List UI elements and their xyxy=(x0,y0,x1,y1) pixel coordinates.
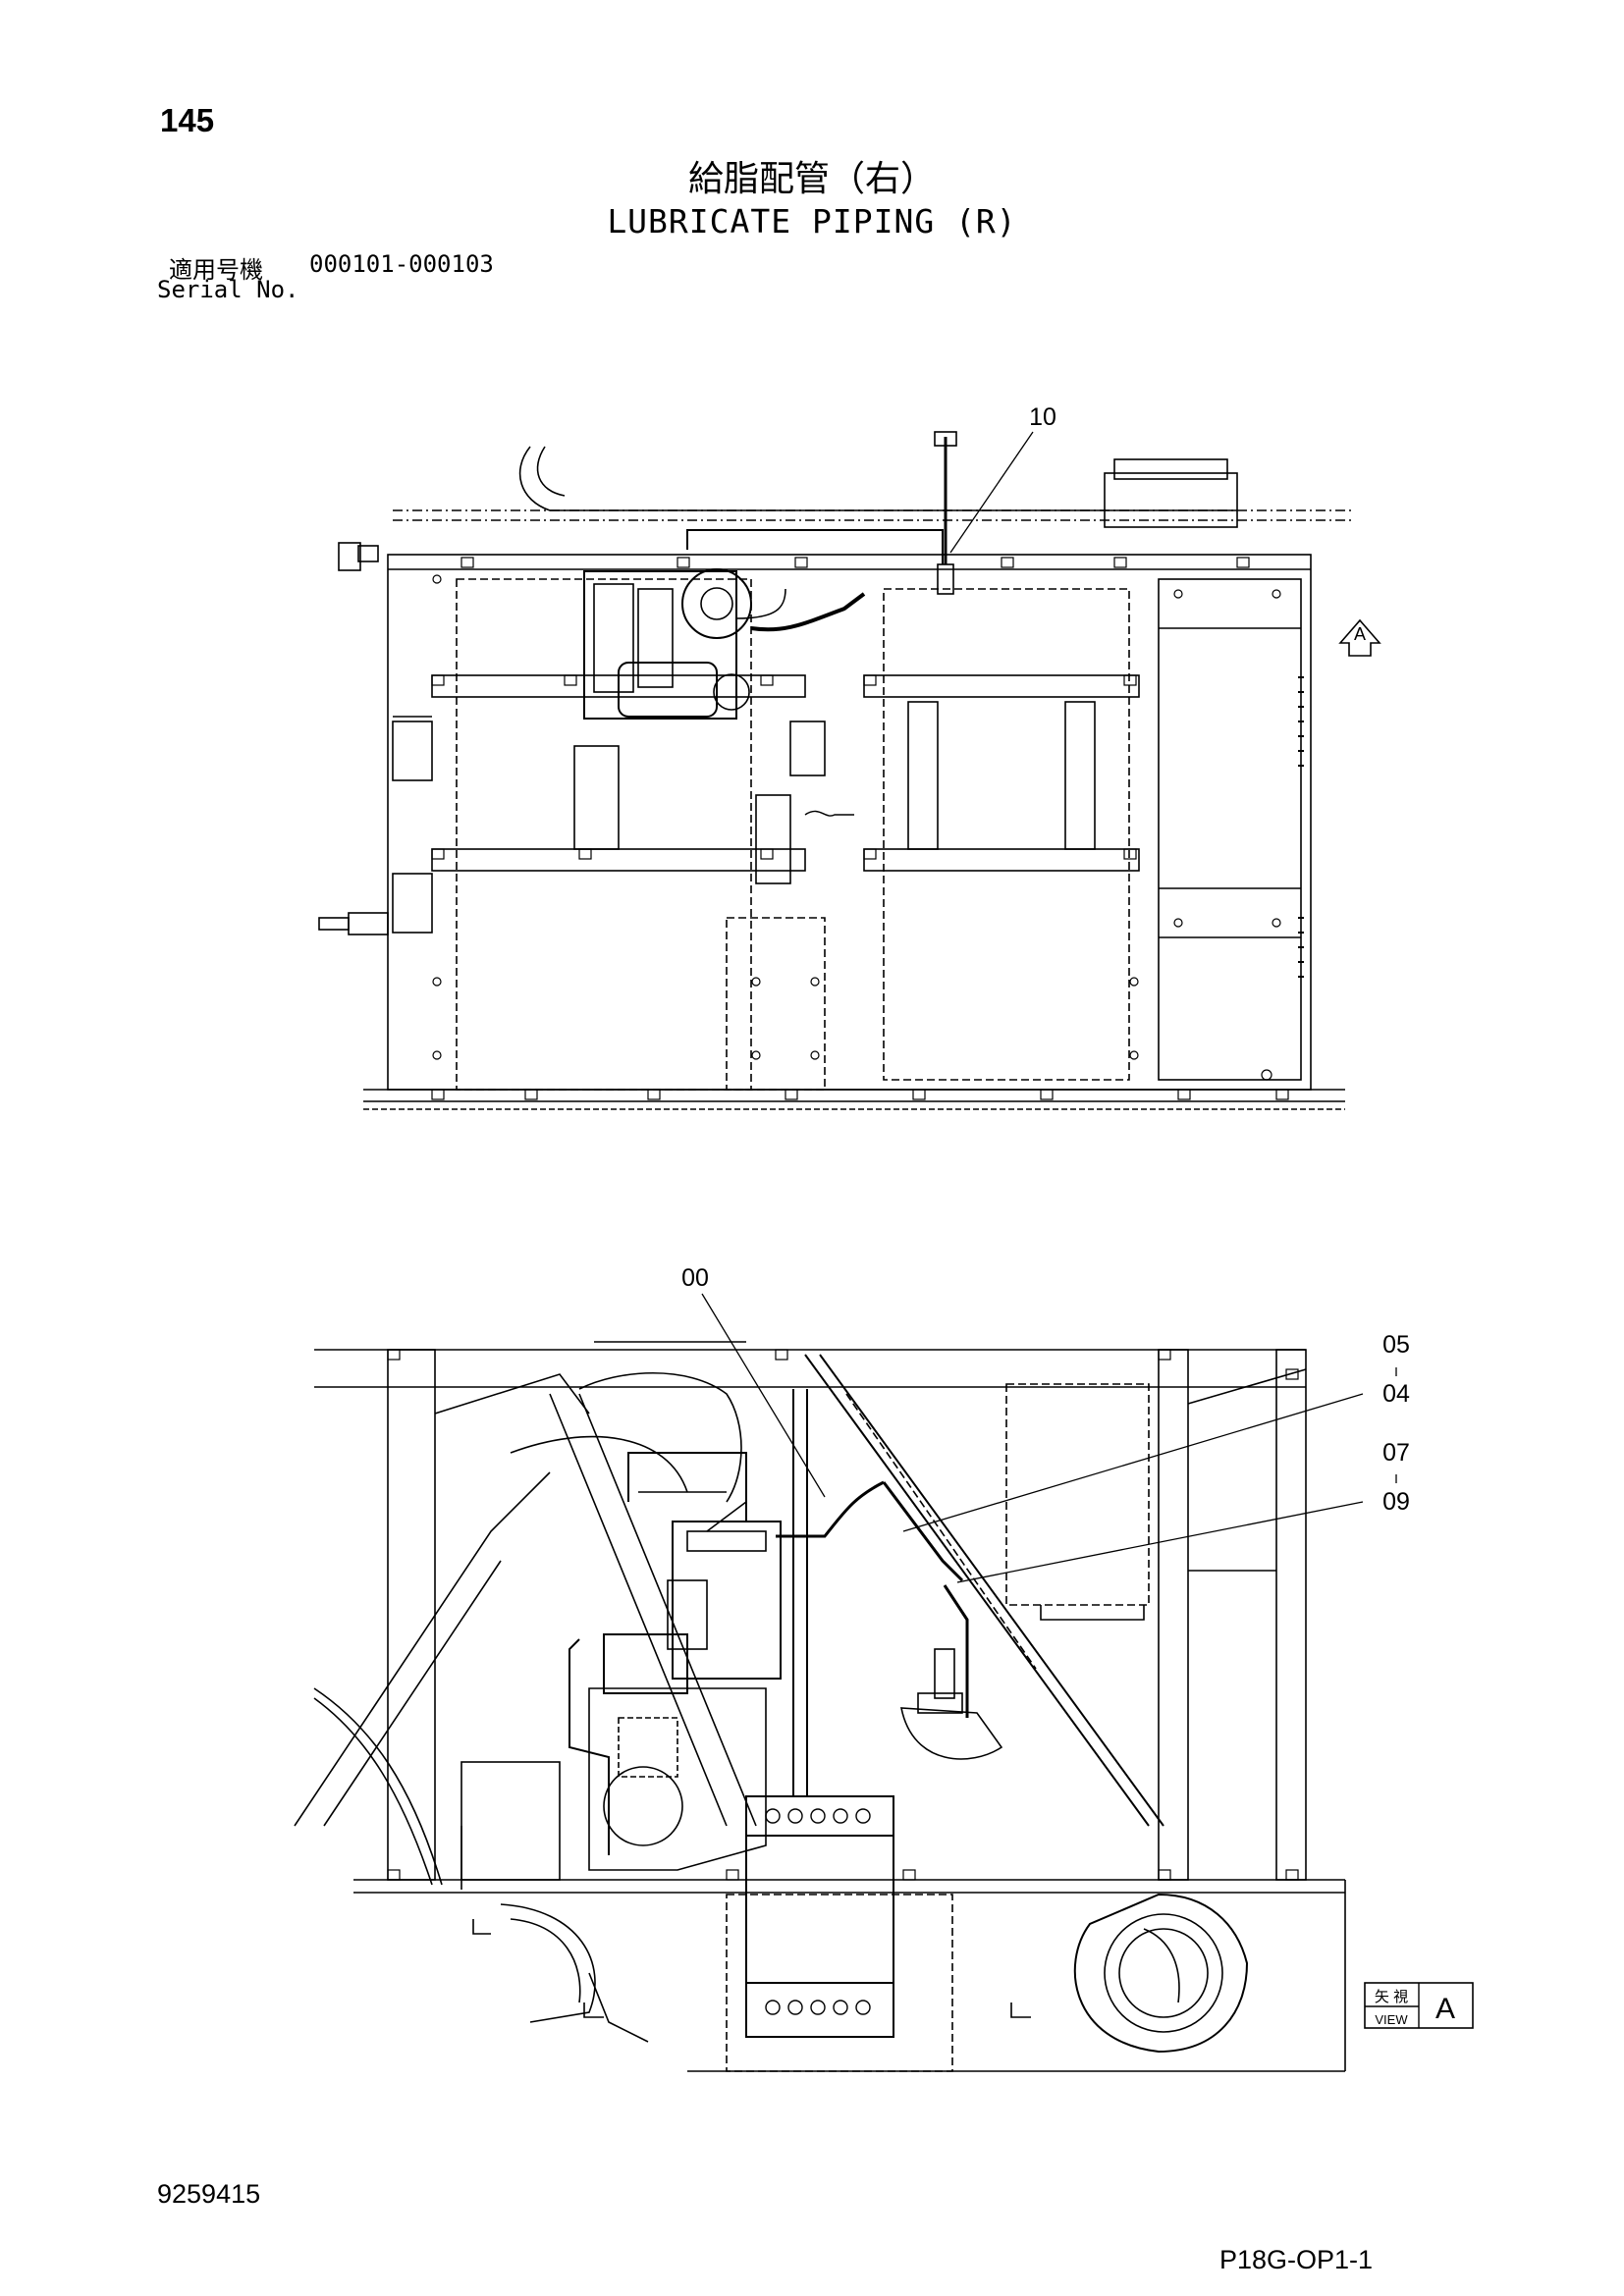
leader-line-00 xyxy=(701,1293,826,1498)
callout-07: 07 xyxy=(1382,1439,1410,1467)
document-number: 9259415 xyxy=(157,2179,261,2209)
serial-range: 000101-000103 xyxy=(309,250,494,278)
sheet-code: P18G-OP1-1 xyxy=(1219,2245,1374,2274)
leader-line-07-09 xyxy=(956,1501,1364,1583)
view-a-arrow-letter: A xyxy=(1354,624,1366,644)
callout-04: 04 xyxy=(1382,1380,1410,1408)
title-japanese: 給脂配管（右） xyxy=(687,159,936,199)
view-box-letter: A xyxy=(1435,1993,1455,2025)
callout-09: 09 xyxy=(1382,1488,1410,1516)
title-english: LUBRICATE PIPING (R) xyxy=(607,202,1017,240)
view-a-arrow xyxy=(1338,618,1381,657)
view-a-label-box xyxy=(1364,1982,1474,2029)
top-view-drawing xyxy=(318,431,1381,1110)
view-box-japanese: 矢 視 xyxy=(1375,1989,1408,2005)
callout-00: 00 xyxy=(681,1264,709,1292)
bottom-view-drawing xyxy=(294,1293,1397,2072)
serial-label-japanese: 適用号機 xyxy=(169,256,263,284)
callout-05: 05 xyxy=(1382,1331,1410,1359)
page-number: 145 xyxy=(160,102,215,138)
view-box-english: VIEW xyxy=(1375,2012,1408,2027)
callout-10: 10 xyxy=(1029,403,1056,431)
leader-line-05-04 xyxy=(902,1393,1364,1532)
leader-line-10 xyxy=(949,431,1034,554)
serial-label-english: Serial No. xyxy=(157,276,299,303)
